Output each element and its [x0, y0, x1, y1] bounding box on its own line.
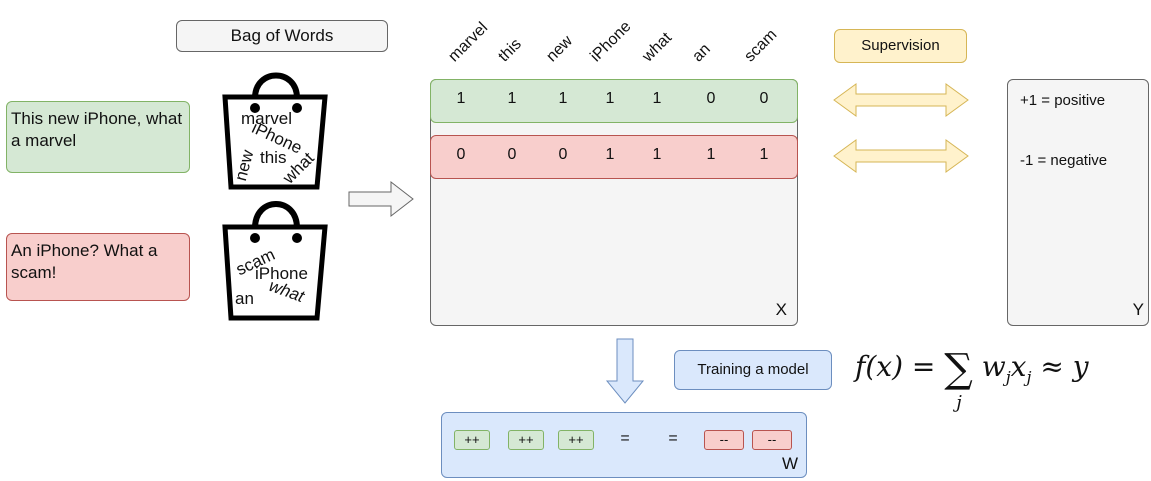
column-header: new	[543, 32, 577, 66]
row-positive: 1 1 1 1 1 0 0	[430, 79, 798, 123]
bag-of-words-title-text: Bag of Words	[230, 26, 334, 45]
sum-index: j	[956, 392, 962, 413]
weight-chip: --	[704, 430, 744, 450]
weights-w-label: W	[781, 454, 798, 473]
double-arrow-icon	[833, 139, 969, 173]
bag2-word-an: an	[235, 289, 254, 308]
column-header: marvel	[445, 19, 492, 66]
supervision-text: Supervision	[861, 37, 940, 54]
matrix-cell: 0	[759, 90, 769, 107]
weight-chip: ++	[558, 430, 594, 450]
matrix-cell: 1	[456, 90, 466, 107]
training-label: Training a model	[674, 350, 832, 390]
matrix-cell: 0	[507, 146, 517, 163]
shopping-bag-icon	[222, 201, 328, 321]
bag2-word-iphone: iPhone	[255, 264, 308, 283]
bag1-word-marvel: marvel	[241, 109, 293, 128]
shopping-bag-icon	[222, 72, 328, 190]
formula-tail: ≈ y	[1031, 350, 1089, 383]
bag-2: scam iPhone an what	[215, 192, 335, 324]
weight-chip: =	[620, 430, 630, 447]
weight-chip: ++	[454, 430, 490, 450]
formula-x-index: j	[1026, 367, 1032, 387]
bag1-word-this: this	[260, 148, 287, 167]
training-text: Training a model	[697, 361, 809, 378]
sentence-negative: An iPhone? What a scam!	[6, 233, 190, 301]
column-header: this	[495, 35, 525, 66]
formula-lhs: f(x) =	[855, 350, 945, 383]
labels-y-name: Y	[1132, 300, 1144, 319]
formula: f(x) = ∑ j wjxj ≈ y	[855, 346, 1089, 413]
sum-symbol: ∑	[944, 346, 973, 392]
column-header: iPhone	[587, 18, 635, 66]
matrix-cell: 1	[652, 90, 662, 107]
column-header: scam	[741, 26, 781, 66]
matrix-cell: 0	[456, 146, 466, 163]
sentence-negative-text: An iPhone? What a scam!	[11, 241, 158, 282]
down-arrow-icon	[605, 338, 645, 404]
label-positive: +1 = positive	[1020, 92, 1106, 109]
matrix-cell: 1	[706, 146, 716, 163]
weight-chip: =	[668, 430, 678, 447]
matrix-cell: 0	[558, 146, 568, 163]
matrix-cell: 0	[706, 90, 716, 107]
labels-y: +1 = positive -1 = negative Y	[1007, 79, 1149, 326]
formula-w: w	[981, 350, 1006, 383]
column-header: what	[639, 29, 676, 66]
matrix-cell: 1	[507, 90, 517, 107]
double-arrow-icon	[833, 83, 969, 117]
row-negative: 0 0 0 1 1 1 1	[430, 135, 798, 179]
weight-chip: ++	[508, 430, 544, 450]
right-arrow-icon	[348, 180, 414, 218]
column-header: an	[689, 40, 714, 66]
bag-1: marvel iPhone new this what	[215, 62, 335, 192]
weight-chip: --	[752, 430, 792, 450]
matrix-cell: 1	[605, 146, 615, 163]
matrix-cell: 1	[605, 90, 615, 107]
sentence-positive: This new iPhone, what a marvel	[6, 101, 190, 173]
matrix-cell: 1	[652, 146, 662, 163]
supervision-label: Supervision	[834, 29, 967, 63]
matrix-cell: 1	[558, 90, 568, 107]
formula-w-index: j	[1005, 367, 1011, 387]
bag-of-words-title: Bag of Words	[176, 20, 388, 52]
sentence-positive-text: This new iPhone, what a marvel	[11, 109, 183, 150]
matrix-x-label: X	[775, 300, 787, 319]
matrix-cell: 1	[759, 146, 769, 163]
weights-w: ++ ++ ++ = = -- -- W	[441, 412, 807, 478]
formula-x: x	[1010, 350, 1027, 383]
label-negative: -1 = negative	[1020, 152, 1108, 169]
column-headers: marvel this new iPhone what an scam	[430, 0, 810, 78]
